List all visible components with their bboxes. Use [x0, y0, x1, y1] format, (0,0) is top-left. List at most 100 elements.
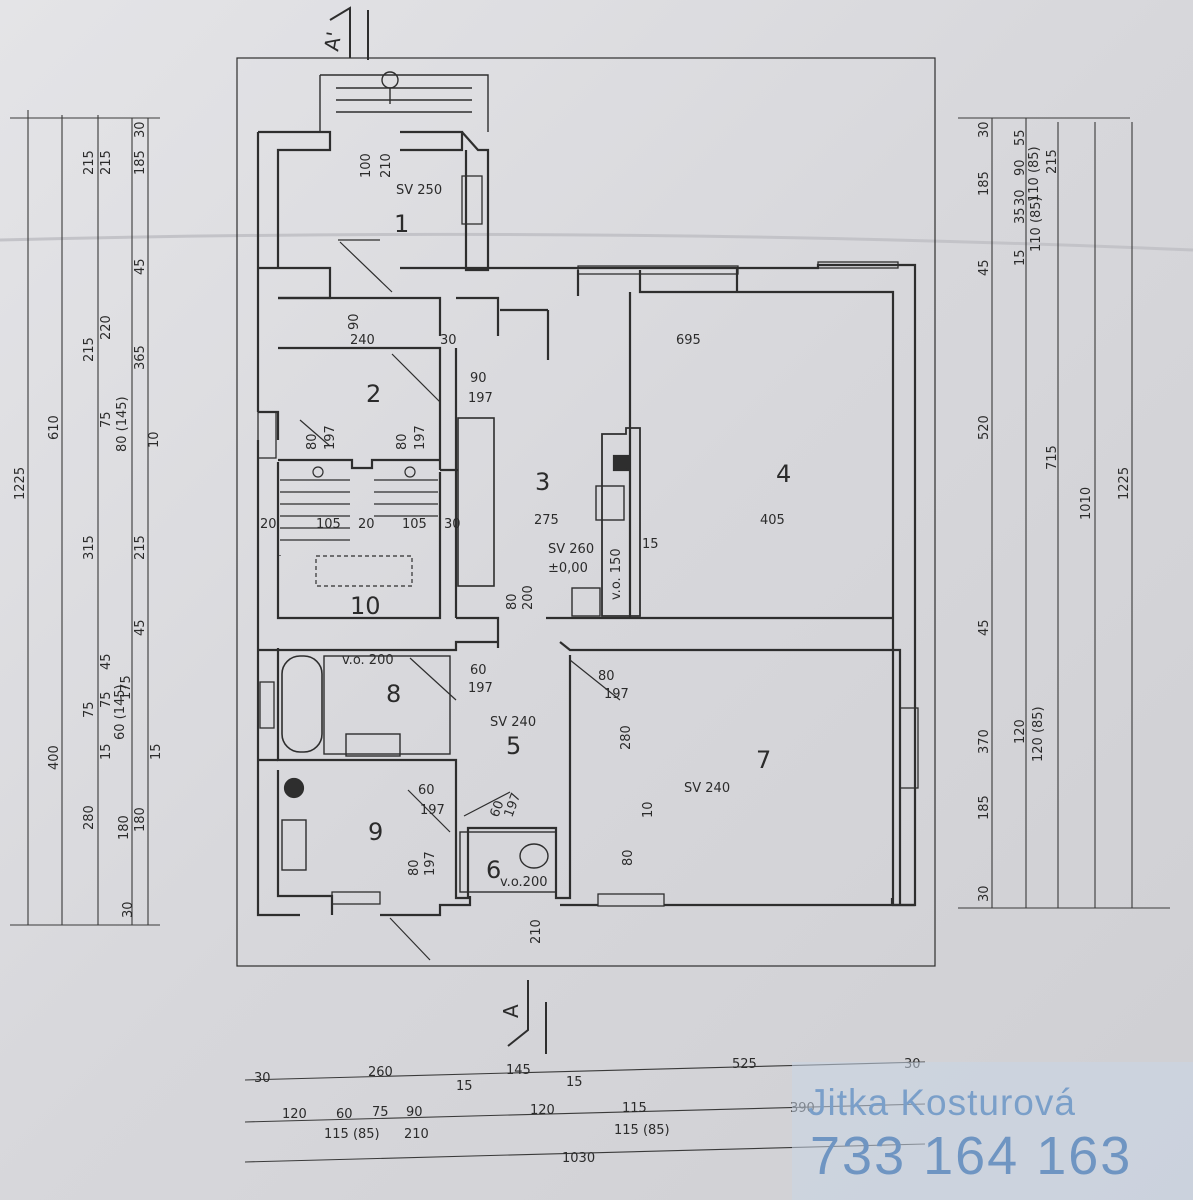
dim-text: 215 — [133, 535, 148, 560]
dim-text: 240 — [350, 333, 375, 348]
interior-dimensions: 240 30 695 105 105 30 20 20 275 405 15 2… — [260, 333, 785, 866]
dim-text: 15 — [642, 537, 659, 552]
room-number-6: 6 — [486, 856, 501, 884]
door-label: 90 — [347, 313, 362, 330]
dim-text: 75 — [99, 411, 114, 428]
dim-text: 280 — [82, 805, 97, 830]
dim-text: 75 — [99, 691, 114, 708]
dim-text: 45 — [977, 619, 992, 636]
room-number-4: 4 — [776, 460, 791, 488]
dim-text: 30 — [121, 901, 136, 918]
note-r3-level: ±0,00 — [548, 561, 588, 576]
bottom-dimension-chain: 30 260 15 145 15 525 30 120 60 75 90 120… — [254, 1057, 921, 1166]
dim-text: 75 — [372, 1105, 389, 1120]
watermark-phone: 733 164 163 — [810, 1126, 1133, 1186]
dim-text: 215 — [99, 150, 114, 175]
door-label: 197 — [468, 391, 493, 406]
door-label: 80 — [305, 433, 320, 450]
note-r1: SV 250 — [396, 183, 442, 198]
paper-fold — [0, 232, 1193, 252]
dim-text: 20 — [260, 517, 277, 532]
dim-text: 185 — [977, 171, 992, 196]
right-dimension-chain: 30 185 45 520 45 370 185 30 55 90 110 (8… — [977, 121, 1132, 902]
dim-text: 180 — [117, 815, 132, 840]
door-label: 80 — [598, 669, 615, 684]
dim-text: 1010 — [1079, 487, 1094, 520]
room-notes: SV 250 SV 260 ±0,00 v.o. 150 SV 240 SV 2… — [342, 183, 730, 890]
door-label: 80 — [407, 859, 422, 876]
dim-text: 10 — [147, 431, 162, 448]
door-label: 197 — [468, 681, 493, 696]
dim-text: 30 — [440, 333, 457, 348]
dim-text: 1225 — [1117, 467, 1132, 500]
note-r7: SV 240 — [684, 781, 730, 796]
dim-text: 45 — [133, 258, 148, 275]
dim-text: 715 — [1045, 445, 1060, 470]
dim-text: 120 — [1013, 719, 1028, 744]
dim-text: 90 — [1013, 159, 1028, 176]
door-label: 80 — [395, 433, 410, 450]
dim-text: 30 — [444, 517, 461, 532]
dim-text: 45 — [133, 619, 148, 636]
door-label: 60 — [418, 783, 435, 798]
dim-text: 15 — [1013, 249, 1028, 266]
dim-text: 105 — [316, 517, 341, 532]
dim-text: 20 — [358, 517, 375, 532]
room-number-9: 9 — [368, 818, 383, 846]
watermark-panel — [792, 1062, 1193, 1200]
door-label: 90 — [470, 371, 487, 386]
door-labels: 100 210 90 197 80 197 80 197 60 197 80 1… — [305, 153, 629, 944]
dim-text: 10 — [641, 801, 656, 818]
dim-text: 365 — [133, 345, 148, 370]
door-label: 197 — [604, 687, 629, 702]
plot-outline — [236, 57, 936, 967]
dim-text: 1030 — [562, 1151, 595, 1166]
room-number-10: 10 — [350, 592, 381, 620]
dim-text: 115 (85) — [324, 1127, 380, 1142]
dim-text: 30 — [133, 121, 148, 138]
dim-text: 280 — [619, 725, 634, 750]
dim-text: 15 — [566, 1075, 583, 1090]
note-r3-sv: SV 260 — [548, 542, 594, 557]
door-label: 197 — [413, 425, 428, 450]
note-r3-vo: v.o. 150 — [609, 548, 624, 600]
section-mark-top: A' — [319, 30, 346, 53]
dim-text: 185 — [977, 795, 992, 820]
watermark-name: Jitka Kosturová — [808, 1082, 1076, 1123]
dim-text: 260 — [368, 1065, 393, 1080]
room-number-5: 5 — [506, 732, 521, 760]
dim-text: 75 — [82, 701, 97, 718]
door-label: 197 — [423, 851, 438, 876]
note-r8: v.o. 200 — [342, 653, 394, 668]
dim-text: 145 — [506, 1063, 531, 1078]
dim-text: 35 — [1013, 207, 1028, 224]
dim-text: 525 — [732, 1057, 757, 1072]
room-labels: 1 2 3 4 5 6 7 8 9 10 — [350, 210, 791, 884]
section-marks: A' A — [319, 6, 547, 1054]
dim-text: 60 — [336, 1107, 353, 1122]
dim-text: 105 — [402, 517, 427, 532]
room-number-7: 7 — [756, 746, 771, 774]
door-label: 100 — [359, 153, 374, 178]
door-label: 197 — [323, 425, 338, 450]
dim-text: 60 (145) — [113, 684, 128, 740]
dim-text: 400 — [47, 745, 62, 770]
dim-text: 175 — [119, 675, 134, 700]
door-label: 60 — [470, 663, 487, 678]
room-number-1: 1 — [394, 210, 409, 238]
left-dimension-chain: 1225 610 400 215 215 315 75 280 215 220 … — [13, 121, 164, 918]
dim-text: 115 (85) — [614, 1123, 670, 1138]
dim-text: 15 — [456, 1079, 473, 1094]
dim-text: 210 — [404, 1127, 429, 1142]
dim-text: 610 — [47, 415, 62, 440]
dim-text: 220 — [99, 315, 114, 340]
dim-text: 215 — [82, 150, 97, 175]
dim-text: 180 — [133, 807, 148, 832]
note-r6: v.o.200 — [500, 875, 548, 890]
dim-text: 30 — [977, 885, 992, 902]
dim-text: 80 (145) — [115, 396, 130, 452]
section-mark-bottom: A — [499, 1004, 523, 1018]
dim-text: 90 — [406, 1105, 423, 1120]
